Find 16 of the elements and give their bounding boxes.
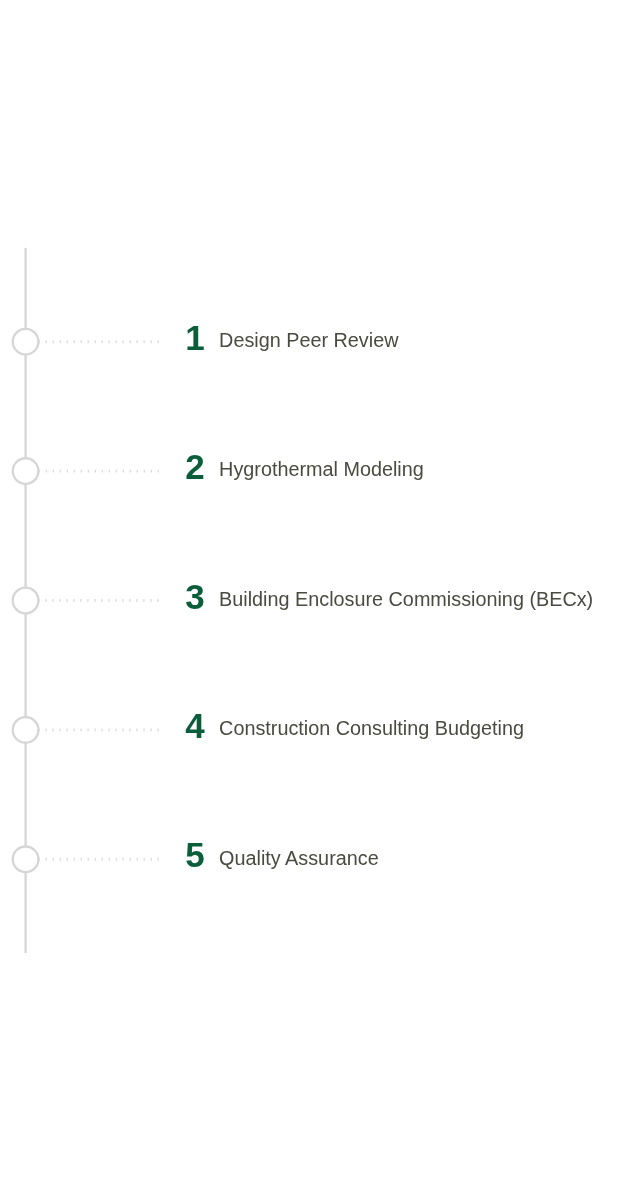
connector [24, 483, 27, 588]
node-text: 2 Hygrothermal Modeling [185, 446, 424, 486]
connector [24, 247, 27, 329]
node-circle [11, 586, 40, 614]
node-text: 1 Design Peer Review [185, 317, 399, 357]
node-text: 3 Building Enclosure Commissioning (BECx) [185, 576, 594, 616]
node-circle [11, 844, 40, 873]
node-circle [11, 456, 40, 485]
connector [24, 742, 27, 846]
node-circle [11, 715, 40, 744]
node-text: 5 Quality Assurance [185, 834, 379, 874]
node-circle [11, 327, 40, 356]
node-text: 4 Construction Consulting Budgeting [185, 705, 524, 745]
connector [24, 354, 27, 458]
connector [24, 871, 27, 953]
connector [24, 612, 27, 717]
